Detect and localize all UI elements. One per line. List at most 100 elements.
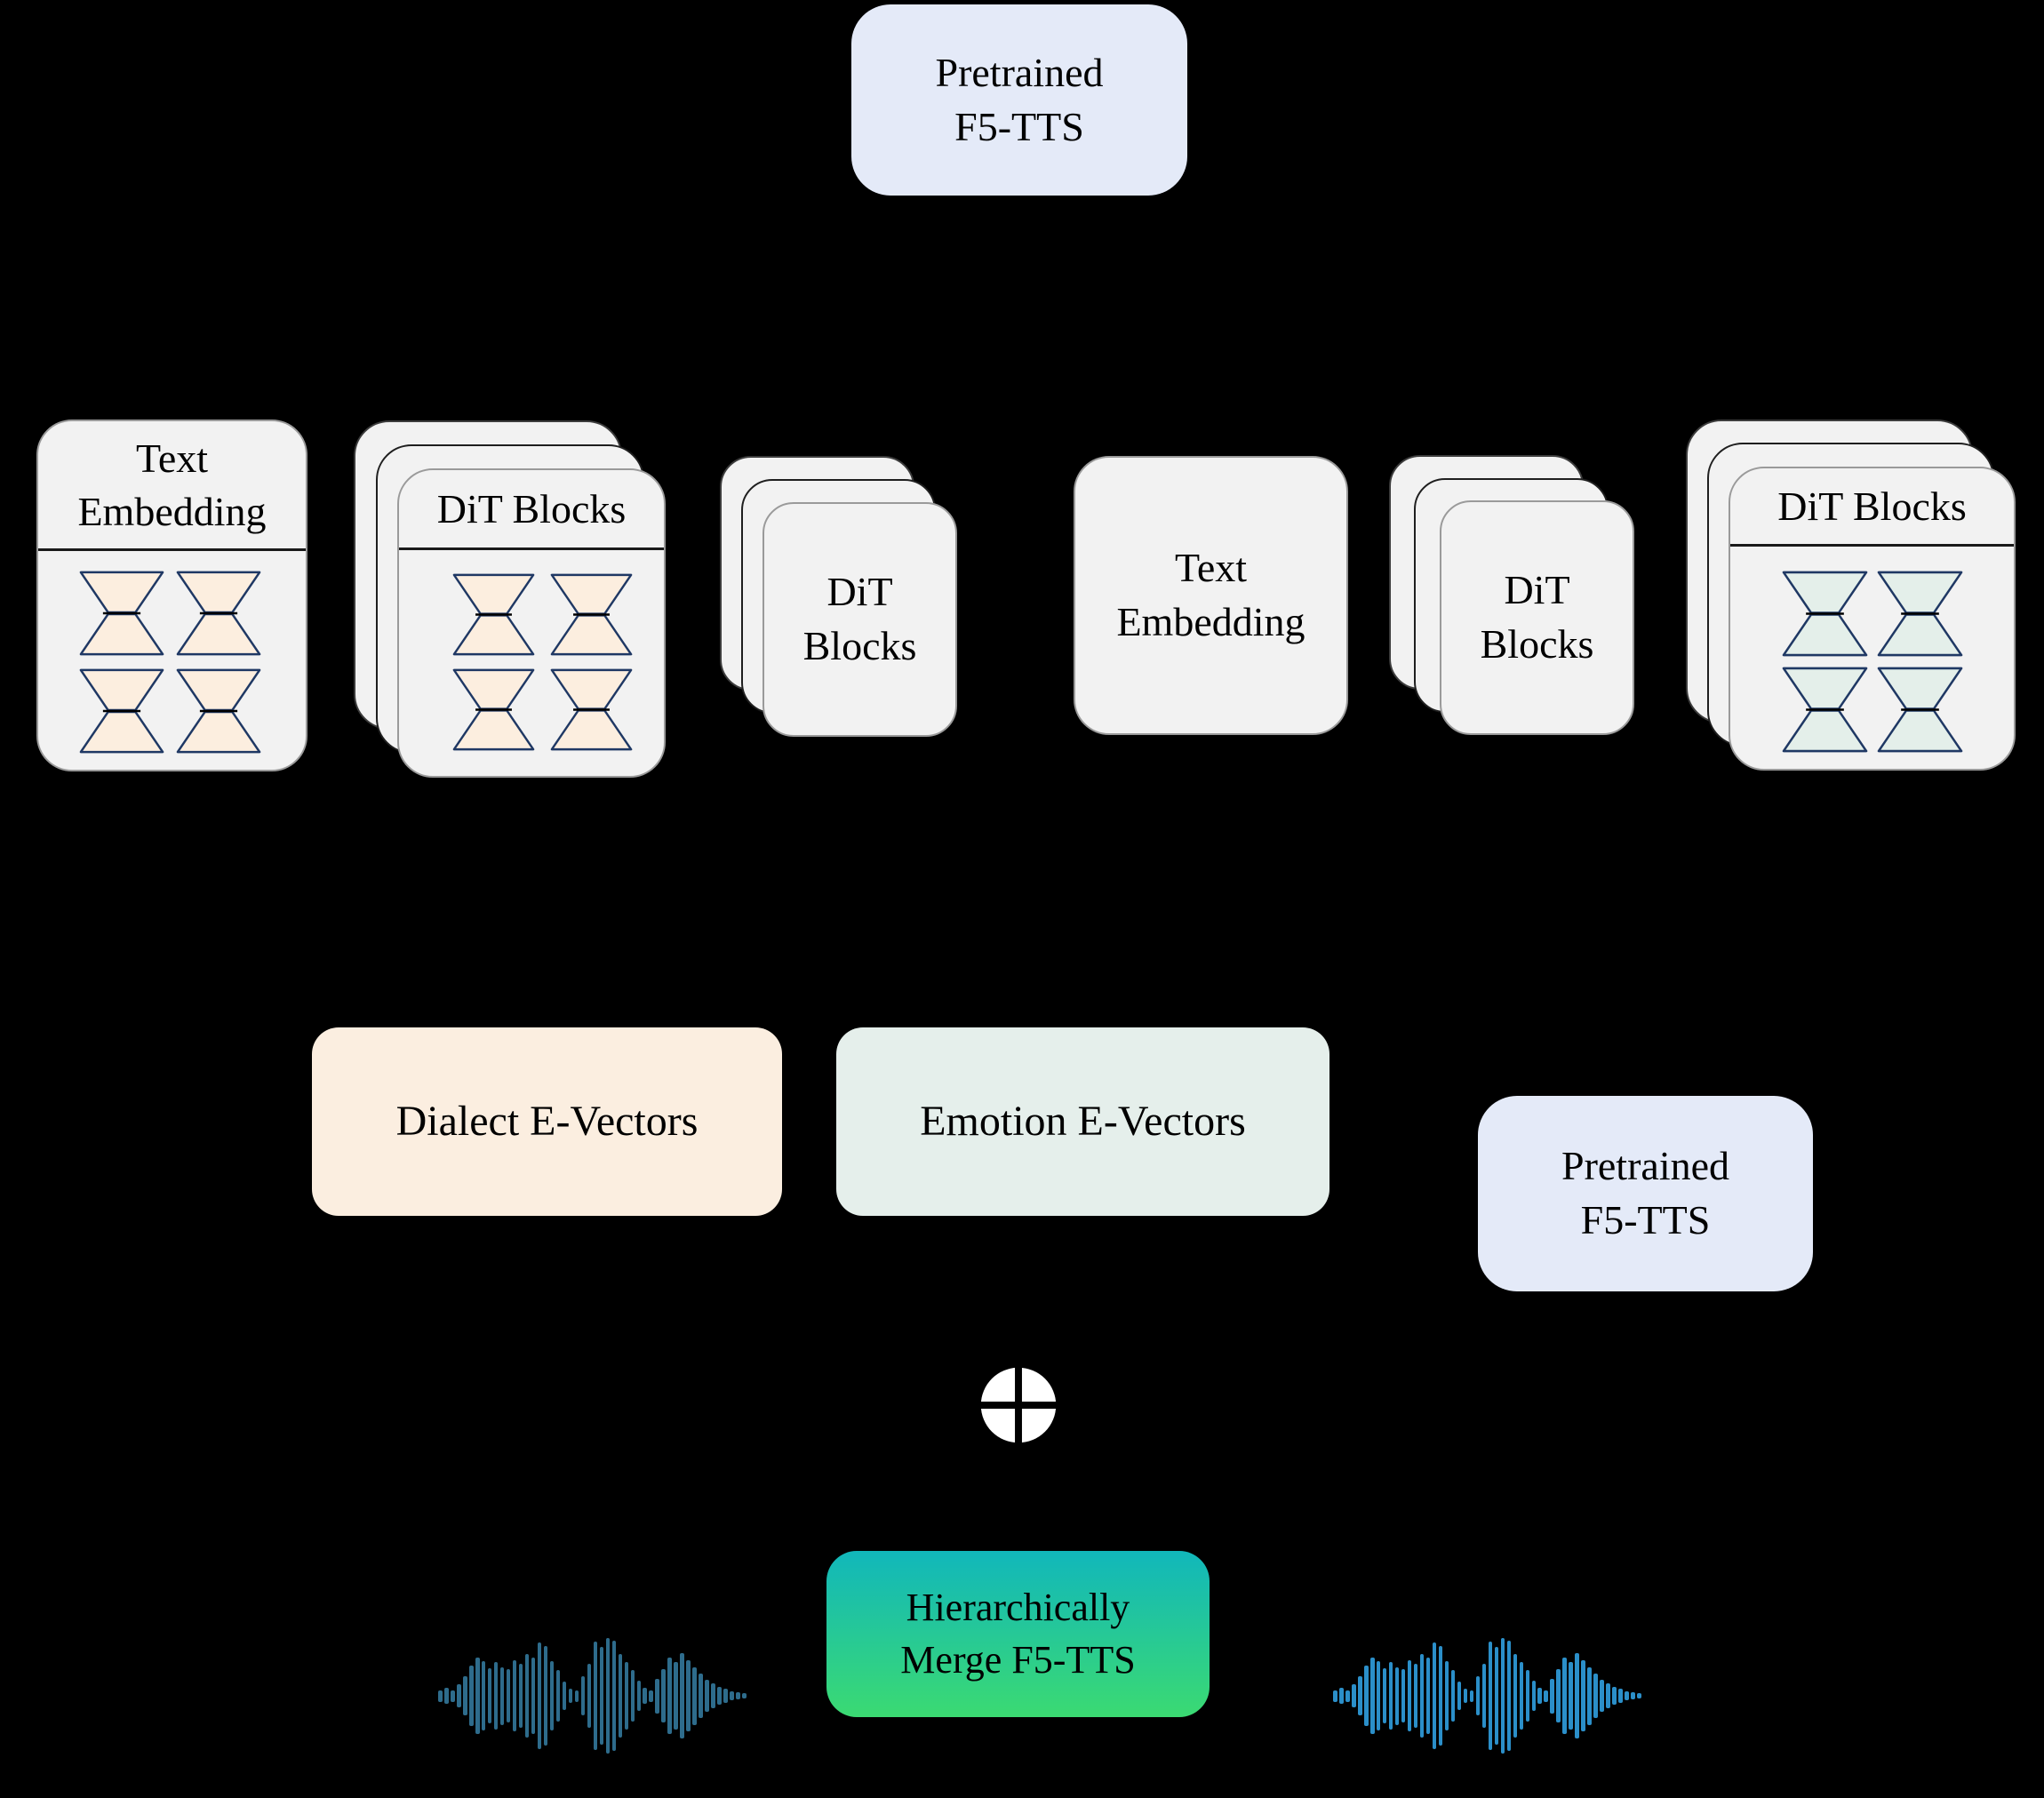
waveform-bar [599, 1647, 604, 1745]
waveform-bar [1469, 1690, 1474, 1702]
waveform-bar [680, 1652, 684, 1739]
waveform-bar [518, 1663, 523, 1729]
waveform-bar [549, 1661, 555, 1730]
waveform-bar [1506, 1640, 1512, 1752]
waveform-bar [1600, 1679, 1604, 1713]
waveform-bar [1531, 1681, 1537, 1711]
waveform-bar [487, 1667, 492, 1724]
waveform-bar [1500, 1638, 1505, 1754]
waveform-bar [730, 1690, 734, 1701]
waveform-bar [537, 1642, 542, 1749]
dit-blocks-stack-right-card: DiT Blocks [1440, 500, 1634, 735]
waveform-bar [1550, 1678, 1555, 1714]
waveform-bar [1394, 1666, 1400, 1725]
waveform-bar [1363, 1666, 1369, 1726]
lora-adapter-icon [550, 573, 633, 656]
waveform-bar [1463, 1688, 1468, 1704]
waveform-bar [1425, 1658, 1431, 1734]
waveform-bar [456, 1684, 461, 1707]
waveform-bar [643, 1687, 648, 1705]
waveform-bar [692, 1666, 697, 1725]
waveform-bar [1562, 1658, 1568, 1734]
waveform-bar [605, 1638, 611, 1754]
dit-blocks-lora-label: DiT Blocks [436, 485, 627, 531]
waveform-bar [1593, 1674, 1598, 1718]
dit-blocks-lora-card: DiT Blocks [397, 468, 666, 778]
waveform-bar [574, 1690, 579, 1702]
lora-adapter-icon [1877, 571, 1963, 657]
card-divider [399, 547, 664, 550]
waveform-bar [468, 1666, 474, 1726]
waveform-bar [1569, 1662, 1573, 1730]
waveform-bar [1333, 1690, 1337, 1702]
waveform-bar [686, 1659, 691, 1732]
waveform-bar [531, 1658, 536, 1734]
text-embedding-lora-card: Text Embedding [36, 420, 307, 771]
waveform-bar [1488, 1641, 1493, 1751]
waveform-bar [1432, 1642, 1437, 1749]
waveform-bar [1631, 1692, 1635, 1699]
lora-adapter-icon [1782, 667, 1868, 753]
waveform-bar [618, 1654, 623, 1738]
waveform-bar [1419, 1654, 1425, 1738]
lora-adapter-grid [452, 573, 633, 752]
waveform-bar [667, 1658, 673, 1734]
waveform-bar [630, 1670, 635, 1722]
waveform-bar [736, 1692, 740, 1699]
hierarchically-merge-box: Hierarchically Merge F5-TTS [826, 1551, 1210, 1717]
pretrained-f5tts-bottom-box: Pretrained F5-TTS [1478, 1096, 1813, 1291]
emotion-evectors-box: Emotion E-Vectors [836, 1027, 1329, 1216]
lora-adapter-grid [1782, 571, 1963, 753]
waveform-bar [580, 1675, 586, 1716]
waveform-bar [493, 1662, 499, 1730]
waveform-bar [524, 1654, 530, 1738]
waveform-bar [443, 1687, 449, 1705]
lora-adapter-icon [79, 668, 164, 754]
waveform-bar [1450, 1670, 1456, 1722]
waveform-bar [661, 1669, 667, 1722]
waveform-bar [1338, 1687, 1344, 1705]
waveform-bar [649, 1690, 654, 1702]
waveform-bar [742, 1692, 747, 1699]
lora-adapter-icon [452, 573, 535, 656]
waveform-bar [587, 1663, 592, 1729]
waveform-bar [1438, 1646, 1443, 1746]
audio-waveform-right [1333, 1638, 1644, 1754]
waveform-bar [1475, 1675, 1481, 1716]
waveform-bar [1345, 1690, 1350, 1702]
waveform-bar [624, 1662, 629, 1730]
waveform-bar [506, 1669, 511, 1722]
waveform-bar [1618, 1689, 1623, 1703]
waveform-bar [462, 1675, 467, 1716]
lora-adapter-grid [79, 571, 261, 757]
waveform-bar [1637, 1692, 1641, 1699]
waveform-bar [699, 1674, 703, 1718]
waveform-bar [1606, 1682, 1610, 1709]
waveform-bar [1587, 1666, 1592, 1725]
waveform-bar [438, 1690, 443, 1702]
pretrained-f5tts-top-box: Pretrained F5-TTS [851, 4, 1187, 196]
dialect-evectors-box: Dialect E-Vectors [312, 1027, 782, 1216]
waveform-bar [1612, 1686, 1617, 1706]
waveform-bar [1376, 1661, 1381, 1730]
waveform-bar [1401, 1669, 1406, 1722]
waveform-bar [1457, 1682, 1462, 1710]
waveform-bar [1525, 1670, 1530, 1722]
waveform-bar [1413, 1663, 1418, 1729]
lora-adapter-icon [452, 668, 535, 751]
dit-blocks-lora-green-card: DiT Blocks [1729, 467, 2016, 771]
waveform-bar [1494, 1647, 1499, 1745]
waveform-bar [1351, 1684, 1356, 1707]
waveform-bar [723, 1689, 728, 1703]
dit-blocks-stack-left-card: DiT Blocks [763, 502, 957, 737]
waveform-bar [1407, 1659, 1412, 1732]
waveform-bar [562, 1682, 567, 1710]
waveform-bar [1513, 1654, 1518, 1738]
waveform-bar [543, 1646, 548, 1746]
waveform-bar [717, 1686, 722, 1706]
waveform-bar [568, 1688, 573, 1704]
lora-adapter-icon [176, 668, 261, 754]
waveform-bar [512, 1659, 517, 1732]
waveform-bar [1388, 1662, 1393, 1730]
waveform-bar [711, 1682, 715, 1709]
